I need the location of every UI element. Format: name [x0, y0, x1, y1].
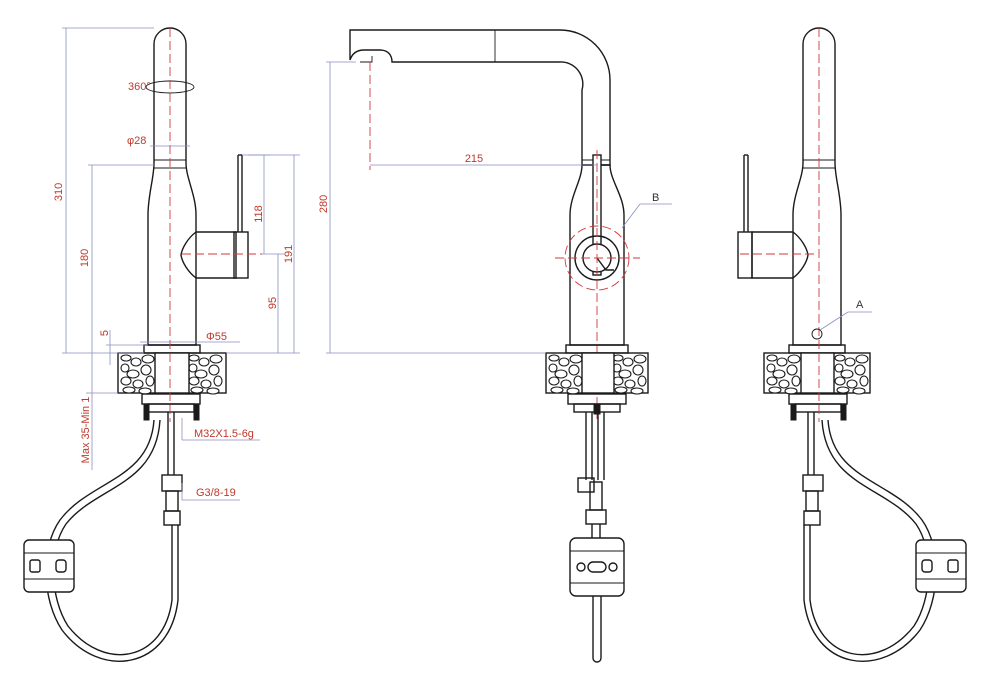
right-mount-nut [788, 393, 848, 405]
front-dimensions: 280 215 B [318, 61, 672, 354]
left-handle-cap [233, 231, 249, 279]
dim-gap-5: 5 [99, 330, 111, 336]
left-body-outline [147, 27, 197, 346]
front-view [349, 29, 649, 663]
dim-hose-connector: G3/8-19 [196, 487, 236, 499]
left-mount-nut [141, 393, 201, 405]
dim-spout-diameter: φ28 [127, 135, 146, 147]
right-handle-body [751, 231, 809, 279]
dim-height-95: 95 [267, 297, 279, 309]
right-body-outline [792, 27, 842, 346]
dim-counter-thickness: Max 35-Min 1 [80, 397, 92, 464]
right-pull-out-hose [803, 419, 937, 662]
left-dimensions: 310 360° φ28 180 118 191 95 Φ55 5 Max 35… [53, 27, 300, 501]
dim-rotation: 360° [128, 81, 151, 93]
dim-height-191: 191 [283, 245, 295, 263]
dim-base-diameter: Φ55 [206, 331, 227, 343]
dim-reach: 215 [465, 153, 483, 165]
right-side-view: A [737, 27, 967, 662]
right-hose-weight [915, 539, 967, 593]
dim-spout-height: 280 [318, 195, 330, 213]
left-base-ring [143, 344, 201, 354]
dim-thread-spec: M32X1.5-6g [194, 428, 254, 440]
front-spout [349, 29, 611, 166]
dim-height-118: 118 [253, 205, 265, 223]
dim-total-height: 310 [53, 183, 65, 201]
callout-b: B [652, 192, 659, 204]
left-supply-fitting [161, 474, 183, 492]
callout-a: A [856, 299, 864, 311]
left-side-view [23, 27, 262, 662]
left-handle-body [180, 231, 237, 279]
front-hose-weight [569, 537, 625, 597]
left-hose-weight [23, 539, 75, 593]
dim-height-180: 180 [79, 249, 91, 267]
